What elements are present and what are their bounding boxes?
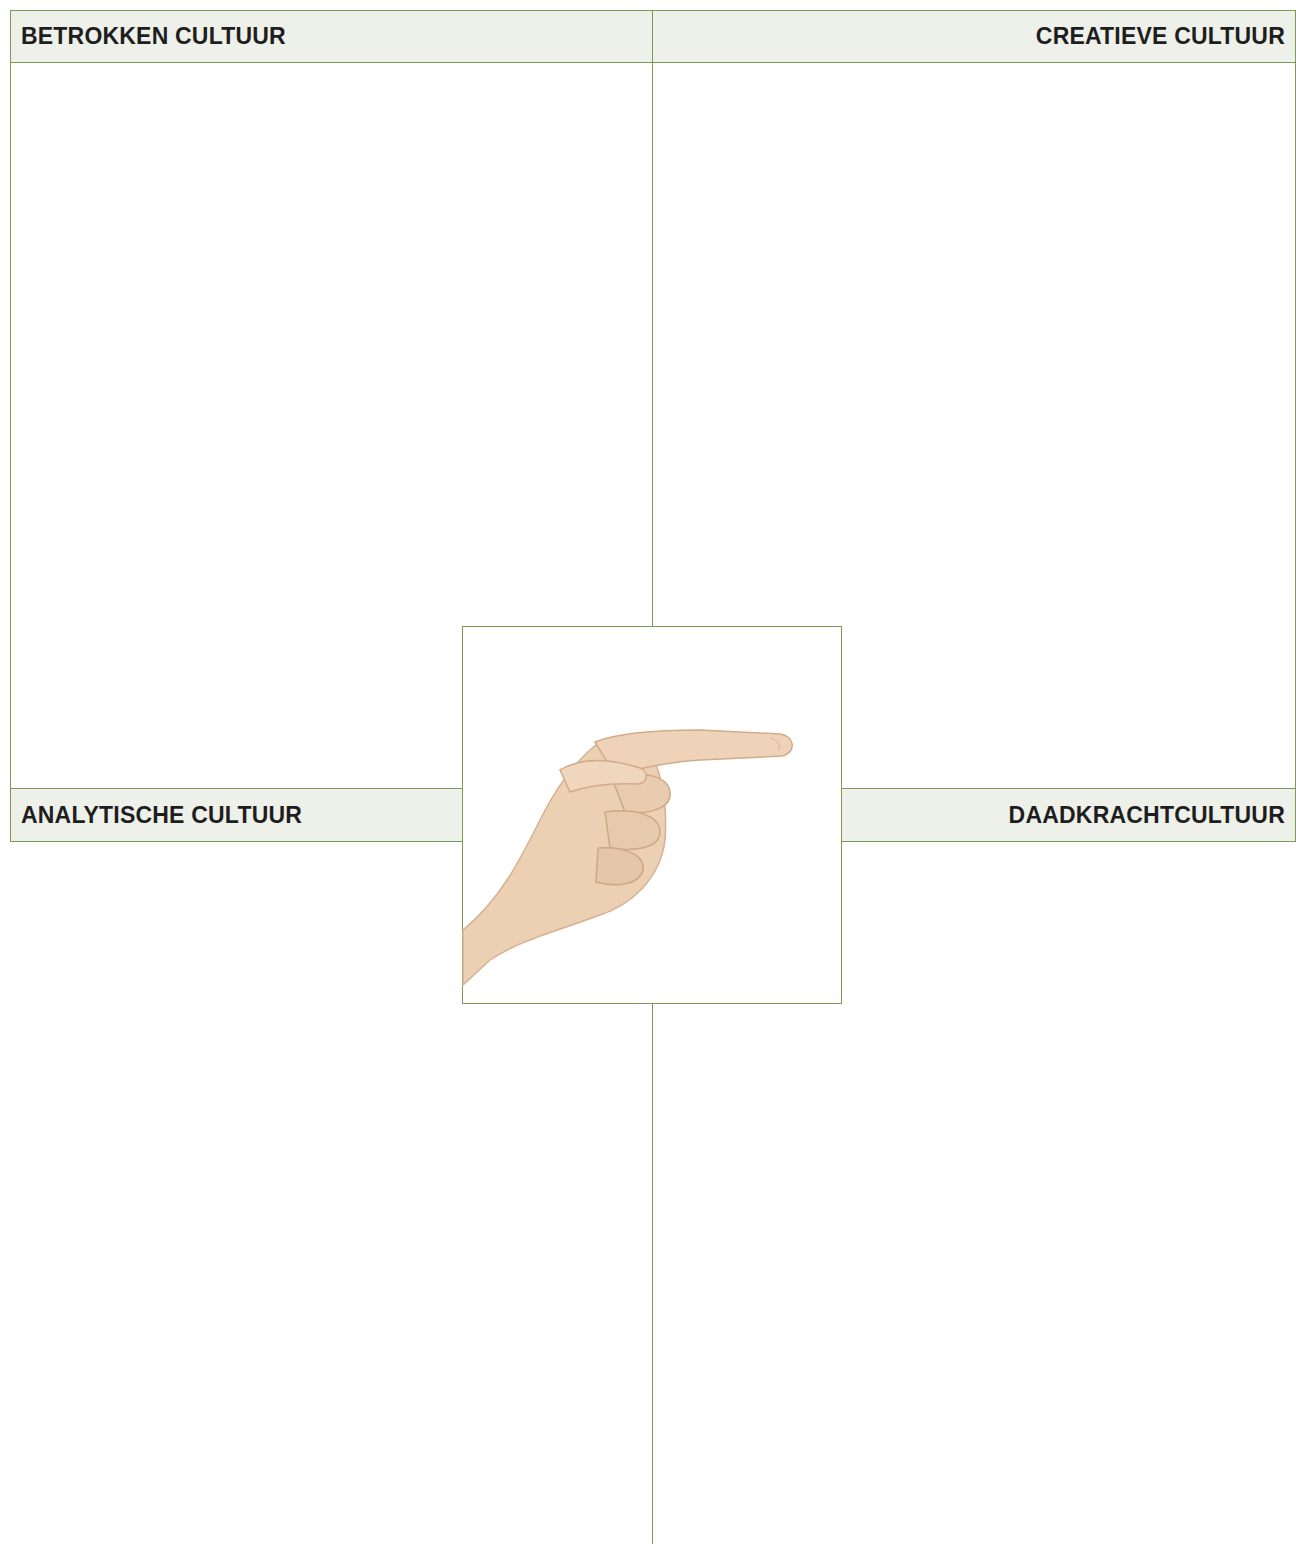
left-border <box>10 10 11 841</box>
header-band: DAADKRACHTCULTUUR <box>841 788 1296 842</box>
curled-finger <box>605 811 660 850</box>
right-border <box>1295 10 1296 841</box>
center-line-top <box>652 10 653 626</box>
quadrant-title: DAADKRACHTCULTUUR <box>1009 802 1285 829</box>
center-line-bottom <box>652 1004 653 1544</box>
header-band: ANALYTISCHE CULTUUR <box>10 788 463 842</box>
thumb <box>560 760 646 792</box>
hand-back <box>463 735 666 985</box>
header-band: CREATIEVE CULTUUR <box>652 10 1296 63</box>
curled-finger <box>596 848 643 885</box>
quadrant-title: BETROKKEN CULTUUR <box>21 23 286 50</box>
header-band: BETROKKEN CULTUUR <box>10 10 653 63</box>
grid-lines <box>11 10 1296 1544</box>
fingernail <box>770 738 780 750</box>
hand-photo <box>463 627 842 1004</box>
quadrant-title: ANALYTISCHE CULTUUR <box>21 802 302 829</box>
photo-frame <box>463 627 842 1004</box>
quadrant-title: CREATIEVE CULTUUR <box>1036 23 1285 50</box>
